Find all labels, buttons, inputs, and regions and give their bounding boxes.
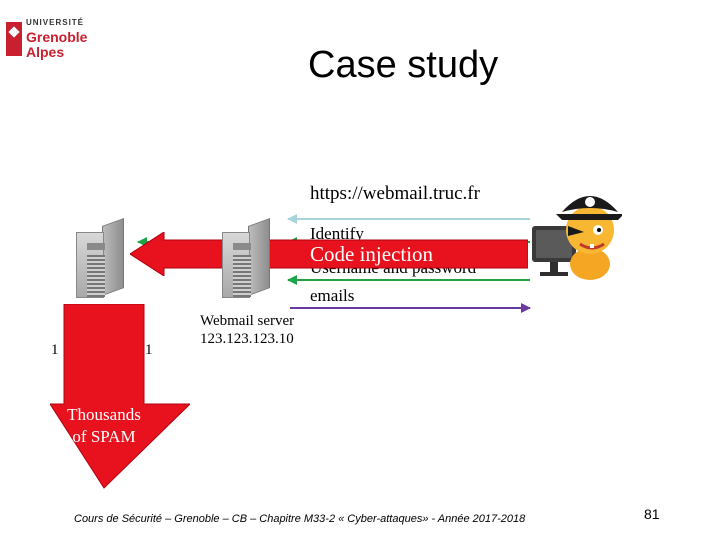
url-label: https://webmail.truc.fr (310, 183, 480, 204)
webmail-server-icon (216, 217, 272, 298)
spam-arrow (50, 304, 190, 489)
webmail-server-ip: 123.123.123.10 (200, 331, 294, 347)
logo-text-universite: UNIVERSITÉ (26, 18, 85, 27)
identify-label: Identify (310, 224, 364, 243)
logo-mark-icon (6, 22, 22, 56)
webmail-server-label: Webmail server (200, 313, 295, 329)
spam-server-ip-right: 1 (145, 342, 153, 358)
spam-server-ip-left: 1 (51, 342, 59, 358)
pirate-attacker-icon (532, 196, 622, 280)
university-logo: UNIVERSITÉ Grenoble Alpes (4, 8, 94, 60)
slide-title: Case study (308, 44, 499, 86)
spam-label: Thousands of SPAM (56, 404, 152, 448)
slide-footer: Cours de Sécurité – Grenoble – CB – Chap… (74, 513, 526, 525)
logo-text-alpes: Alpes (26, 44, 65, 60)
spam-label-line2: of SPAM (72, 427, 136, 446)
emails-label: emails (310, 286, 355, 305)
logo-text-grenoble: Grenoble (26, 29, 88, 45)
spam-server-icon (70, 217, 126, 298)
page-number: 81 (644, 506, 660, 522)
spam-label-line1: Thousands (67, 405, 141, 424)
code-injection-label: Code injection (310, 242, 434, 266)
